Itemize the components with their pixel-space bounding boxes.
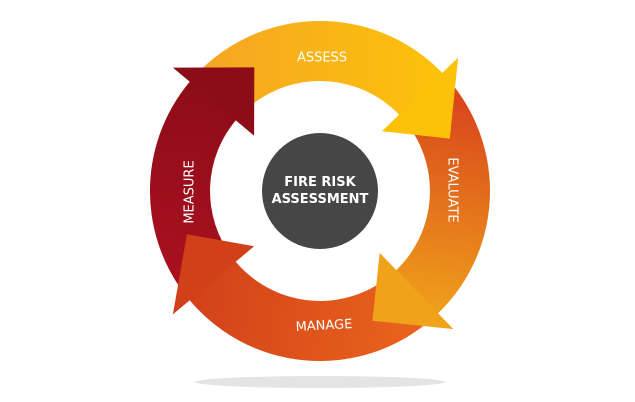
arrow-band-manage xyxy=(186,258,434,362)
shadow xyxy=(195,376,445,388)
arrowhead-manage xyxy=(172,234,255,315)
center-title-line2: ASSESSMENT xyxy=(272,192,369,207)
center-circle xyxy=(262,133,378,249)
stage-label-assess: ASSESS xyxy=(297,51,347,66)
arrowhead-measure xyxy=(172,67,255,136)
arrowhead-assess xyxy=(381,57,459,139)
stage-label-measure: MEASURE xyxy=(183,160,198,223)
arrow-band-evaluate xyxy=(393,77,491,318)
stage-label-manage: MANAGE xyxy=(295,317,353,335)
arrowhead-evaluate xyxy=(372,252,454,330)
stage-label-evaluate: EVALUATE xyxy=(445,157,460,222)
center-title-line1: FIRE RISK xyxy=(284,175,356,190)
